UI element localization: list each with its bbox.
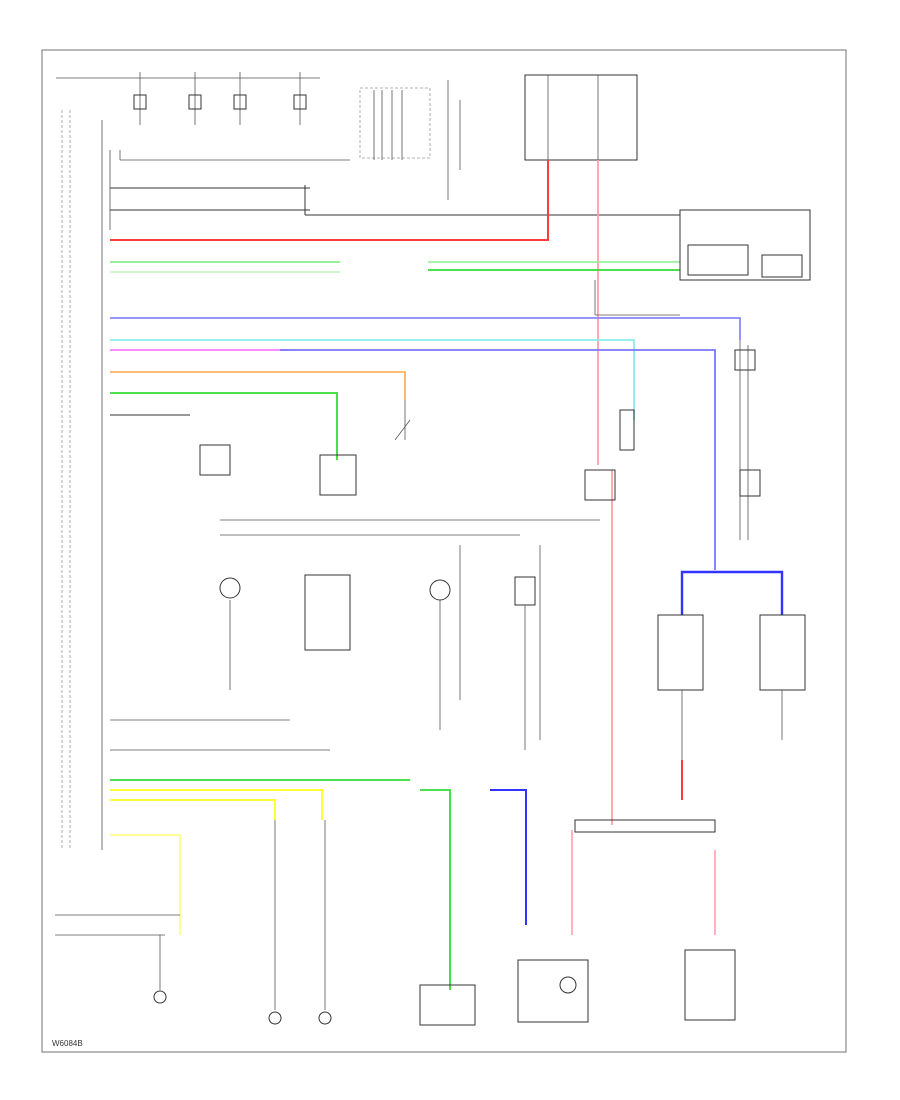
door-relays xyxy=(657,614,806,760)
wire-blue xyxy=(280,349,716,570)
lower-components xyxy=(55,819,736,1026)
wire-blue-relays xyxy=(680,570,784,615)
right-upper-modules xyxy=(594,209,811,540)
wire-red xyxy=(110,160,549,241)
wire-green xyxy=(110,392,338,460)
middle-switches xyxy=(110,400,635,751)
fuse-block-top xyxy=(56,72,638,200)
wire-lavender xyxy=(110,317,741,340)
colored-wires xyxy=(110,160,784,990)
wire-blue-lower xyxy=(490,789,527,925)
left-connector-column xyxy=(61,110,350,850)
wire-green-vertical xyxy=(420,789,451,990)
wire-yellow-c xyxy=(110,834,181,935)
diagram-border xyxy=(41,49,847,1053)
wire-orange xyxy=(110,371,406,400)
wire-cyan xyxy=(110,339,635,420)
wire-yellow-b xyxy=(110,799,276,820)
figure-code: W6084B xyxy=(52,1039,83,1048)
wire-yellow-a xyxy=(110,789,323,820)
